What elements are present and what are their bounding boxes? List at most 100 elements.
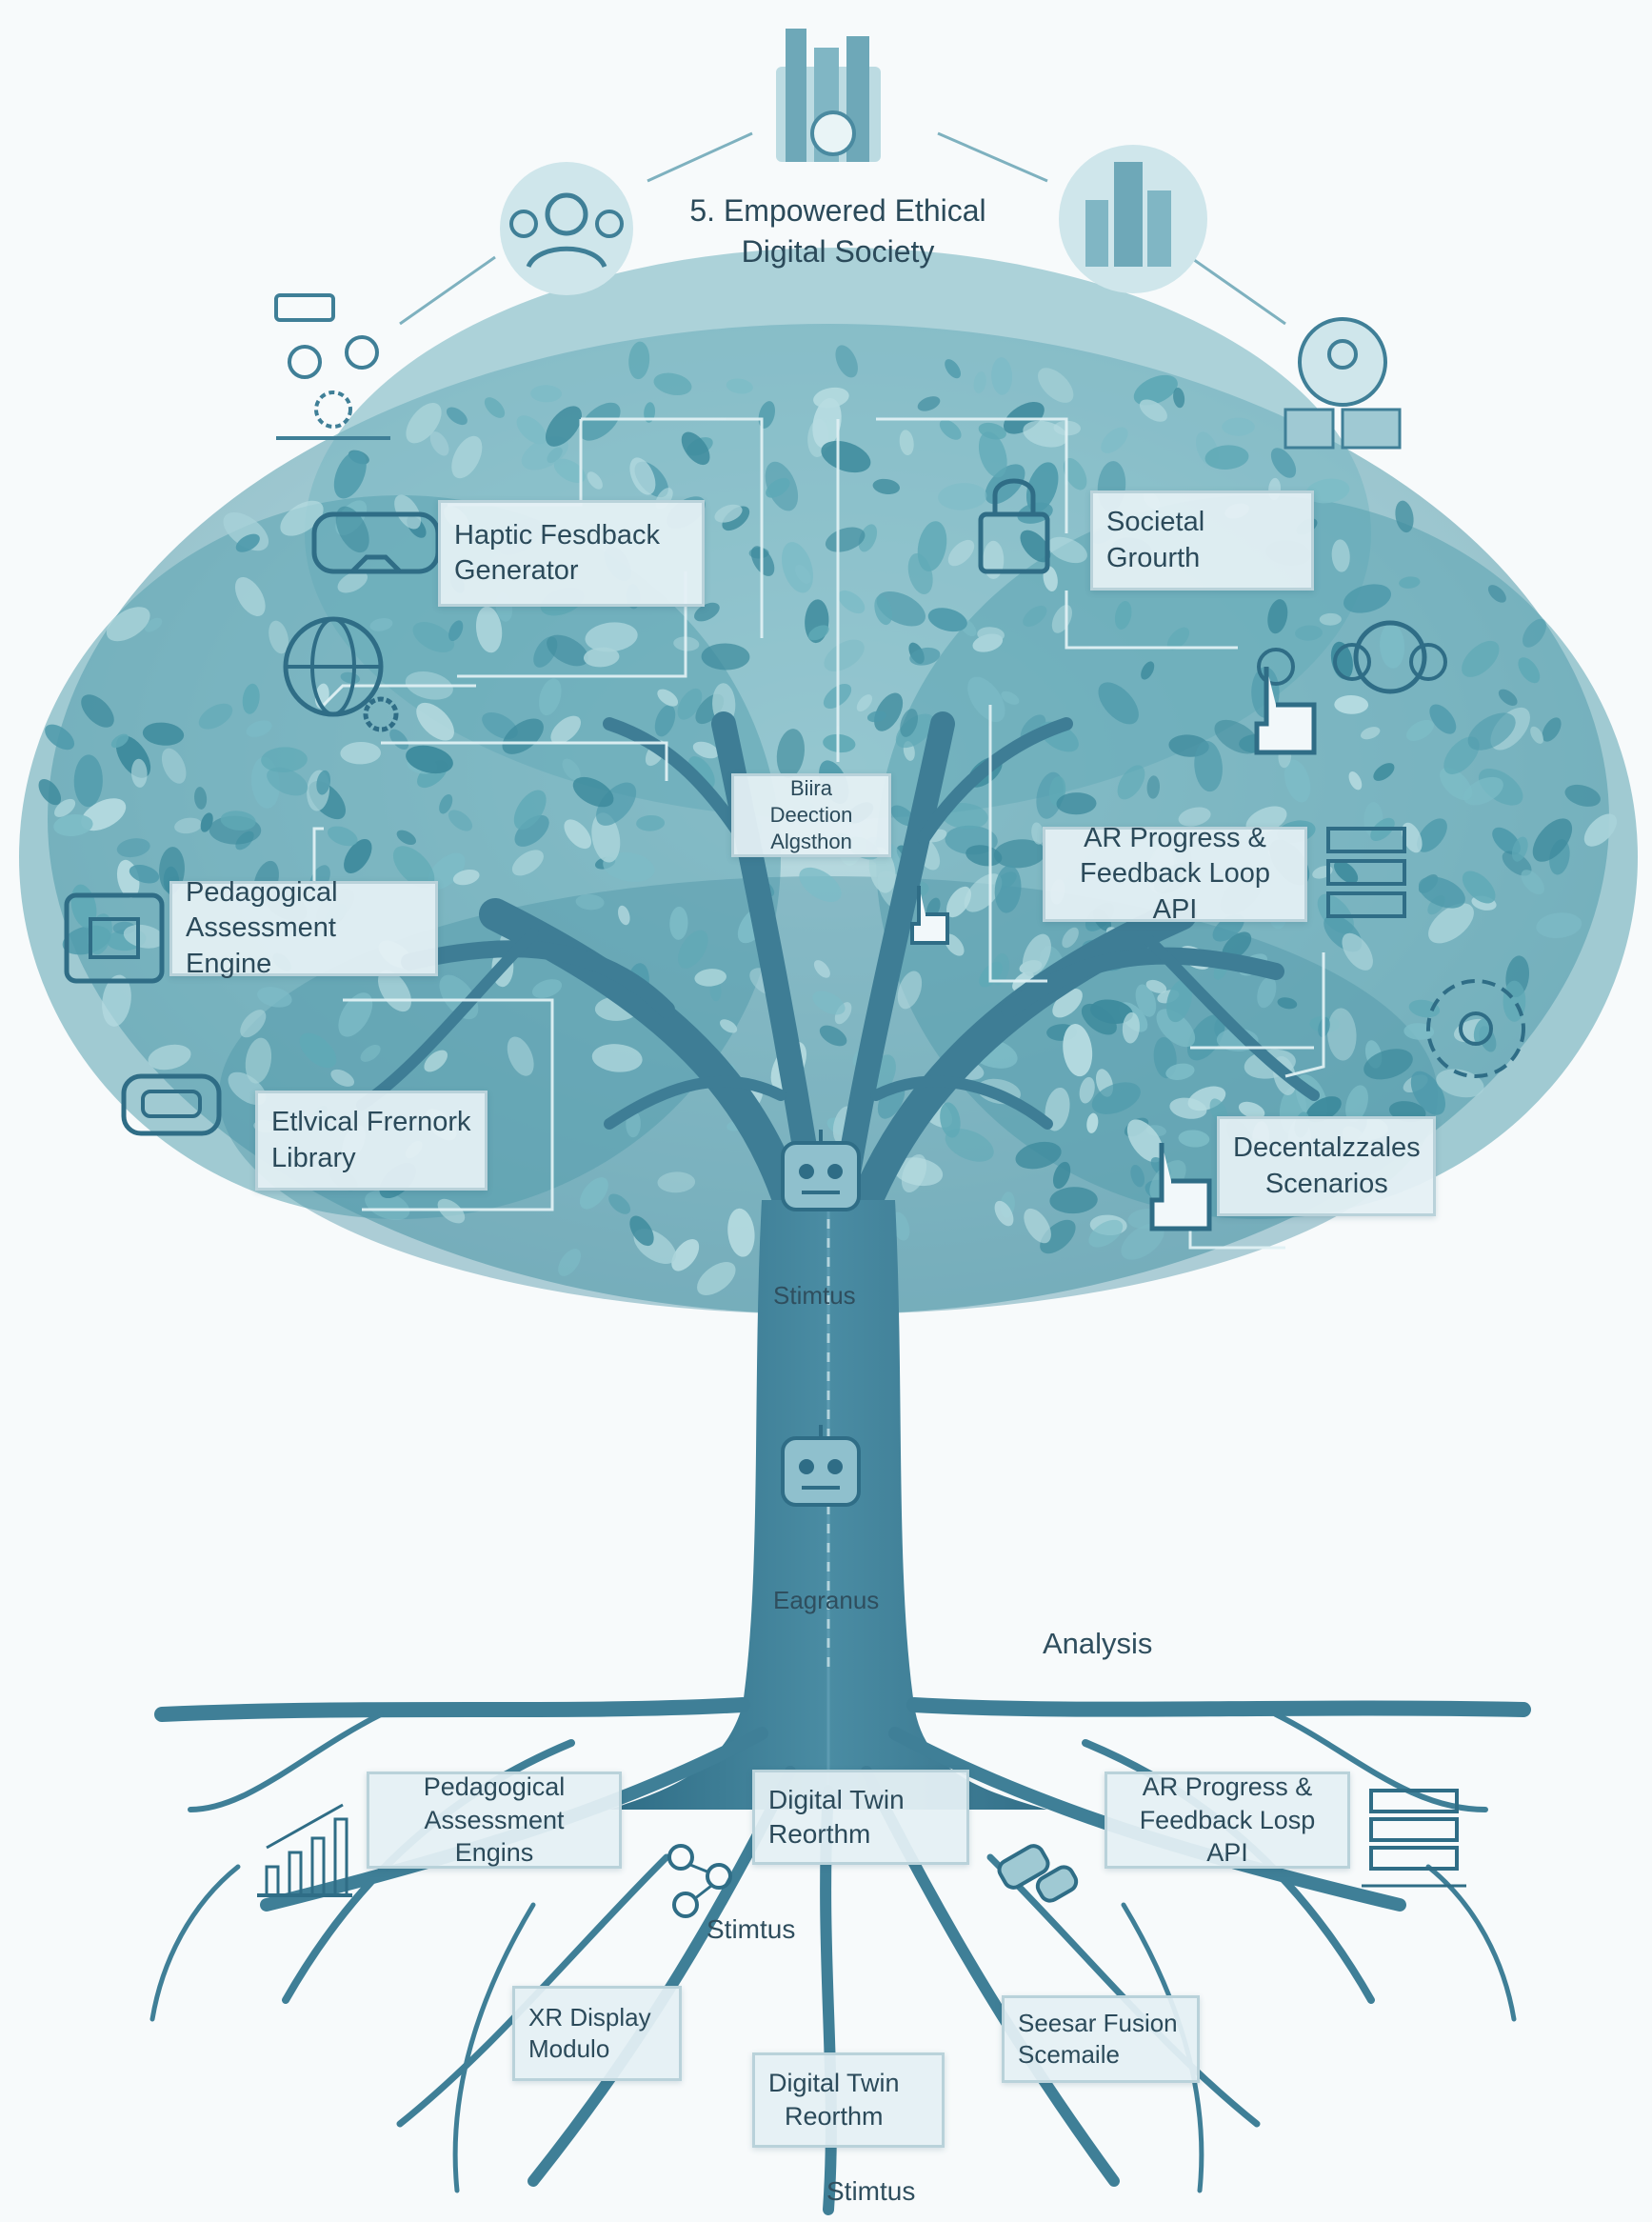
pedagogical-label: Pedagogical Assessment Engine [186,877,338,979]
leaf [965,845,1003,867]
leaf [1024,1208,1051,1244]
leaf [448,620,464,642]
leaf [428,852,466,891]
leaf [825,527,866,552]
leaf [714,504,743,523]
leaf [927,608,967,632]
leaf [1373,763,1395,781]
leaf [1015,1141,1062,1170]
ar-progress-root-box: AR Progress & Feedback Losp API [1105,1772,1350,1869]
leaf [516,415,547,445]
leaf [945,1129,994,1162]
leaf [977,627,1005,643]
leaf [1204,445,1249,470]
leaf [531,979,563,998]
leaf [1122,1011,1140,1044]
leaf [991,357,1013,395]
padlock-icon [978,478,1050,574]
globe-gear-icon [283,616,399,732]
leaf [511,850,544,876]
touch-hand-icon [1149,1143,1212,1231]
leaf [1342,932,1373,971]
leaf [947,539,975,567]
societal-growth-box: Societal Grourth [1090,490,1314,591]
leaf [328,826,358,847]
leaf [54,798,76,817]
network-server-icon [1362,1789,1466,1888]
leaf [335,506,369,553]
leaf [1319,612,1342,626]
leaf [671,1239,700,1271]
leaf [917,396,941,411]
leaf [967,676,1005,723]
leaf [1257,976,1277,1009]
leaf [1405,719,1435,741]
leaf [1277,997,1298,1010]
leaf [1052,988,1083,1018]
leaf [681,431,710,466]
bias-detection-label: Biira Deection Algsthon [769,775,853,854]
leaf [1214,719,1260,754]
leaf [1056,792,1097,815]
leaf [1267,599,1288,634]
leaf [1295,625,1323,641]
leaf [727,1208,755,1257]
leaf [692,741,720,759]
leaf [897,971,923,1010]
analysis-label: Analysis [1043,1627,1153,1660]
leaf [1532,818,1573,862]
ethical-framework-label: Etlvical Frernork Library [271,1107,471,1173]
leaf [583,647,620,668]
leaf [242,683,260,714]
leaf [1040,1219,1076,1254]
leaf [1238,1101,1265,1119]
leaf [1530,726,1544,744]
leaf [813,960,830,978]
leaf [900,709,918,737]
leaf [1487,585,1506,603]
leaf [1146,775,1161,799]
leaf [720,1019,738,1033]
leaf [636,814,666,831]
leaf [564,819,591,850]
leaf [657,689,679,707]
leaf [994,1200,1014,1227]
leaf [475,606,503,653]
leaf [392,846,435,889]
leaf [1031,822,1045,845]
leaf [812,991,846,1015]
digital-twin-root-box-1: Digital Twin Reorthm [752,1770,969,1865]
leaf [1498,689,1518,706]
leaf [1502,851,1532,876]
ethical-framework-box: Etlvical Frernork Library [255,1091,488,1191]
leaf [946,886,971,918]
leaf [893,1157,944,1187]
leaf [1020,530,1051,563]
leaf [1334,860,1359,884]
leaf [1334,694,1369,714]
leaf [235,533,260,552]
leaf [1408,999,1441,1018]
leaf [502,718,544,754]
leaf [1089,999,1133,1024]
leaf [629,1215,654,1247]
root-label-stimtus-1: Stimtus [707,1914,796,1944]
leaf [1062,927,1079,949]
leaf [1038,368,1074,403]
decentralized-label: Decentalzzales Scenarios [1233,1132,1421,1199]
leaf [776,729,806,778]
leaf [452,869,480,886]
leaf [1418,876,1465,909]
leaf [821,440,871,473]
leaf [1564,784,1601,807]
leaf [269,620,289,654]
leaf [872,478,901,494]
leaf [562,758,581,781]
people-group-icon [500,162,633,295]
leaf [424,1050,448,1072]
leaf [585,622,638,652]
leaf [546,406,582,447]
leaf [280,500,324,536]
chip-icon [64,892,165,984]
leaf [240,1010,267,1038]
